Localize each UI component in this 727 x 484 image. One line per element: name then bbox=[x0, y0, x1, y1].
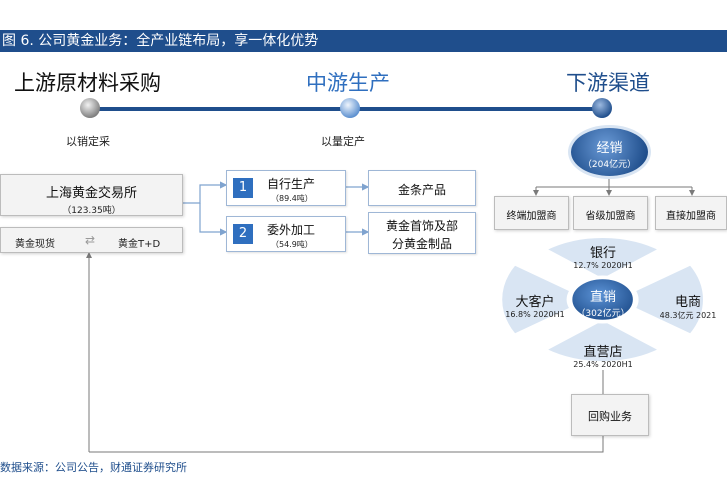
segment-store-value: 25.4% 2020H1 bbox=[573, 360, 633, 369]
self-production-label: 自行生产 bbox=[267, 177, 316, 191]
midstream-sub: 以量定产 bbox=[321, 135, 365, 148]
segment-bank: 银行 12.7% 2020H1 bbox=[562, 242, 644, 270]
segment-major: 大客户 16.8% 2020H1 bbox=[500, 291, 570, 319]
segment-store: 直营店 25.4% 2020H1 bbox=[562, 341, 644, 369]
upstream-sub: 以销定采 bbox=[66, 135, 110, 148]
distribution-amount: （204亿元） bbox=[582, 160, 637, 170]
distribution-circle: 经销 （204亿元） bbox=[571, 128, 648, 176]
channel-provincial-label: 省级加盟商 bbox=[585, 211, 636, 222]
stage-midstream-label: 中游生产 bbox=[306, 71, 390, 95]
step-number-1: 1 bbox=[233, 178, 253, 198]
arrow-exchange-self bbox=[183, 181, 228, 204]
segment-ecommerce-value: 48.3亿元 2021 bbox=[659, 311, 717, 320]
outsource-production-box: 2 委外加工 （54.9吨） bbox=[226, 216, 346, 252]
channel-provincial-franchise: 省级加盟商 bbox=[573, 196, 648, 230]
buyback-label: 回购业务 bbox=[588, 410, 632, 423]
ring-segment-bank bbox=[541, 235, 664, 282]
direct-label: 直销 bbox=[589, 290, 616, 305]
spot-label: 黄金现货 bbox=[15, 239, 55, 250]
top-rule bbox=[0, 0, 727, 1]
segment-bank-label: 银行 bbox=[589, 246, 616, 261]
segment-store-label: 直营店 bbox=[583, 345, 623, 360]
jewelry-product-box: 黄金首饰及部 分黄金制品 bbox=[368, 212, 476, 254]
direct-sales-hub bbox=[570, 277, 635, 322]
stage-downstream-label: 下游渠道 bbox=[566, 71, 650, 95]
step-number-2: 2 bbox=[233, 224, 253, 244]
direct-hub-text: 直销 （302亿元） bbox=[572, 286, 634, 319]
exchange-arrows-icon: ⇄ bbox=[85, 233, 96, 247]
timeline-node-downstream bbox=[592, 98, 612, 118]
distribution-label: 经销 bbox=[596, 141, 623, 156]
timeline-node-upstream bbox=[80, 98, 100, 118]
segment-major-label: 大客户 bbox=[515, 295, 555, 310]
arrow-exchange-outsource bbox=[199, 203, 228, 236]
bar-product-box: 金条产品 bbox=[368, 170, 476, 206]
ring-segment-store bbox=[541, 317, 664, 364]
segment-bank-value: 12.7% 2020H1 bbox=[573, 261, 633, 270]
outsource-production-label: 委外加工 bbox=[267, 223, 316, 237]
outsource-production-amount: （54.9吨） bbox=[271, 240, 313, 249]
ring-segment-major bbox=[499, 262, 595, 337]
bar-product-label: 金条产品 bbox=[397, 183, 446, 197]
channel-terminal-franchise: 终端加盟商 bbox=[494, 196, 569, 230]
self-production-amount: （89.4吨） bbox=[271, 194, 313, 203]
figure-source: 数据来源：公司公告，财通证券研究所 bbox=[0, 461, 187, 474]
figure-title: 图 6. 公司黄金业务：全产业链布局，享一体化优势 bbox=[0, 30, 727, 52]
jewelry-product-line1: 黄金首饰及部 bbox=[385, 219, 458, 233]
exchange-name: 上海黄金交易所 bbox=[45, 186, 137, 201]
ring-segment-ecommerce bbox=[611, 262, 706, 337]
exchange-box: 上海黄金交易所 （123.35吨） bbox=[0, 174, 183, 216]
exchange-amount: （123.35吨） bbox=[62, 206, 121, 216]
segment-ecommerce-label: 电商 bbox=[674, 295, 701, 310]
exchange-products: 黄金现货 ⇄ 黄金T+D bbox=[0, 227, 183, 253]
jewelry-product-line2: 分黄金制品 bbox=[391, 237, 452, 251]
timeline-node-midstream bbox=[340, 98, 360, 118]
channel-direct-franchise: 直接加盟商 bbox=[655, 196, 727, 230]
buyback-box: 回购业务 bbox=[571, 394, 649, 436]
stage-upstream-label: 上游原材料采购 bbox=[14, 71, 161, 95]
self-production-box: 1 自行生产 （89.4吨） bbox=[226, 170, 346, 206]
td-label: 黄金T+D bbox=[118, 239, 161, 250]
channel-terminal-label: 终端加盟商 bbox=[506, 211, 557, 222]
channel-direct-label: 直接加盟商 bbox=[666, 211, 716, 222]
segment-ecommerce: 电商 48.3亿元 2021 bbox=[649, 291, 727, 321]
direct-sales-ring bbox=[499, 235, 706, 364]
segment-major-value: 16.8% 2020H1 bbox=[505, 310, 565, 319]
direct-amount: （302亿元） bbox=[576, 309, 630, 319]
buyback-feedback-line bbox=[89, 436, 604, 453]
